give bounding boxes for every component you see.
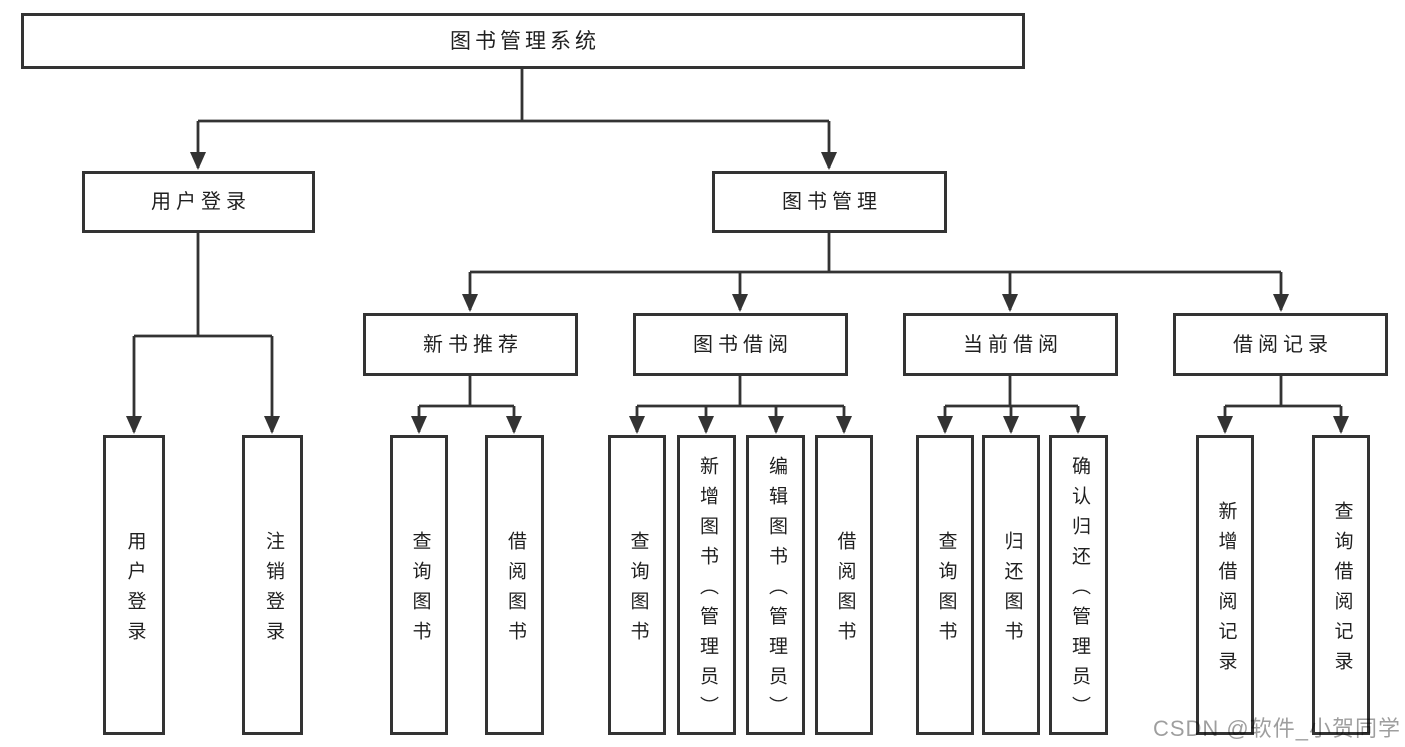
node-new-book-recommend-label: 新书推荐 — [423, 333, 523, 356]
node-user-login-label: 用户登录 — [151, 191, 251, 213]
csdn-watermark: CSDN @软件_小贺同学 — [1152, 716, 1401, 741]
leaf-records-query-record: 查询借阅记录 — [1312, 435, 1370, 735]
leaf-logout-login: 注销登录 — [242, 435, 303, 735]
leaf-current-confirm-return-admin: 确认归还（管理员） — [1049, 435, 1108, 735]
leaf-records-add-record: 新增借阅记录 — [1196, 435, 1254, 735]
tree-arrows — [126, 121, 1349, 434]
node-borrow-records: 借阅记录 — [1173, 313, 1388, 376]
leaf-records-query-record-label: 查询借阅记录 — [1331, 500, 1353, 681]
leaf-current-confirm-return-admin-label: 确认归还（管理员） — [1068, 455, 1090, 726]
node-root: 图书管理系统 — [21, 13, 1025, 69]
leaf-borrowing-edit-book-admin-label: 编辑图书（管理员） — [765, 455, 787, 726]
leaf-current-return-book-label: 归还图书 — [1001, 530, 1023, 651]
node-book-management-label: 图书管理 — [782, 191, 882, 213]
leaf-recommend-query-book: 查询图书 — [390, 435, 448, 735]
leaf-logout-login-label: 注销登录 — [262, 530, 284, 651]
leaf-borrowing-borrow-book-label: 借阅图书 — [834, 530, 856, 651]
leaf-borrowing-add-book-admin: 新增图书（管理员） — [677, 435, 736, 735]
leaf-borrowing-edit-book-admin: 编辑图书（管理员） — [746, 435, 805, 735]
node-current-borrowing: 当前借阅 — [903, 313, 1118, 376]
leaf-borrowing-query-book: 查询图书 — [608, 435, 666, 735]
leaf-records-add-record-label: 新增借阅记录 — [1215, 500, 1237, 681]
leaf-recommend-borrow-book: 借阅图书 — [485, 435, 544, 735]
leaf-current-return-book: 归还图书 — [982, 435, 1040, 735]
node-current-borrowing-label: 当前借阅 — [963, 333, 1063, 356]
node-book-borrowing-label: 图书借阅 — [693, 333, 793, 356]
leaf-borrowing-add-book-admin-label: 新增图书（管理员） — [696, 455, 718, 726]
leaf-current-query-book-label: 查询图书 — [935, 530, 957, 651]
leaf-user-login-label: 用户登录 — [124, 530, 146, 651]
leaf-borrowing-query-book-label: 查询图书 — [627, 530, 649, 651]
node-book-borrowing: 图书借阅 — [633, 313, 848, 376]
leaf-current-query-book: 查询图书 — [916, 435, 974, 735]
node-book-management: 图书管理 — [712, 171, 947, 233]
leaf-recommend-query-book-label: 查询图书 — [409, 530, 431, 651]
node-borrow-records-label: 借阅记录 — [1233, 333, 1333, 356]
node-new-book-recommend: 新书推荐 — [363, 313, 578, 376]
node-root-label: 图书管理系统 — [450, 29, 600, 53]
node-user-login: 用户登录 — [82, 171, 315, 233]
leaf-user-login: 用户登录 — [103, 435, 165, 735]
leaf-recommend-borrow-book-label: 借阅图书 — [504, 530, 526, 651]
leaf-borrowing-borrow-book: 借阅图书 — [815, 435, 873, 735]
